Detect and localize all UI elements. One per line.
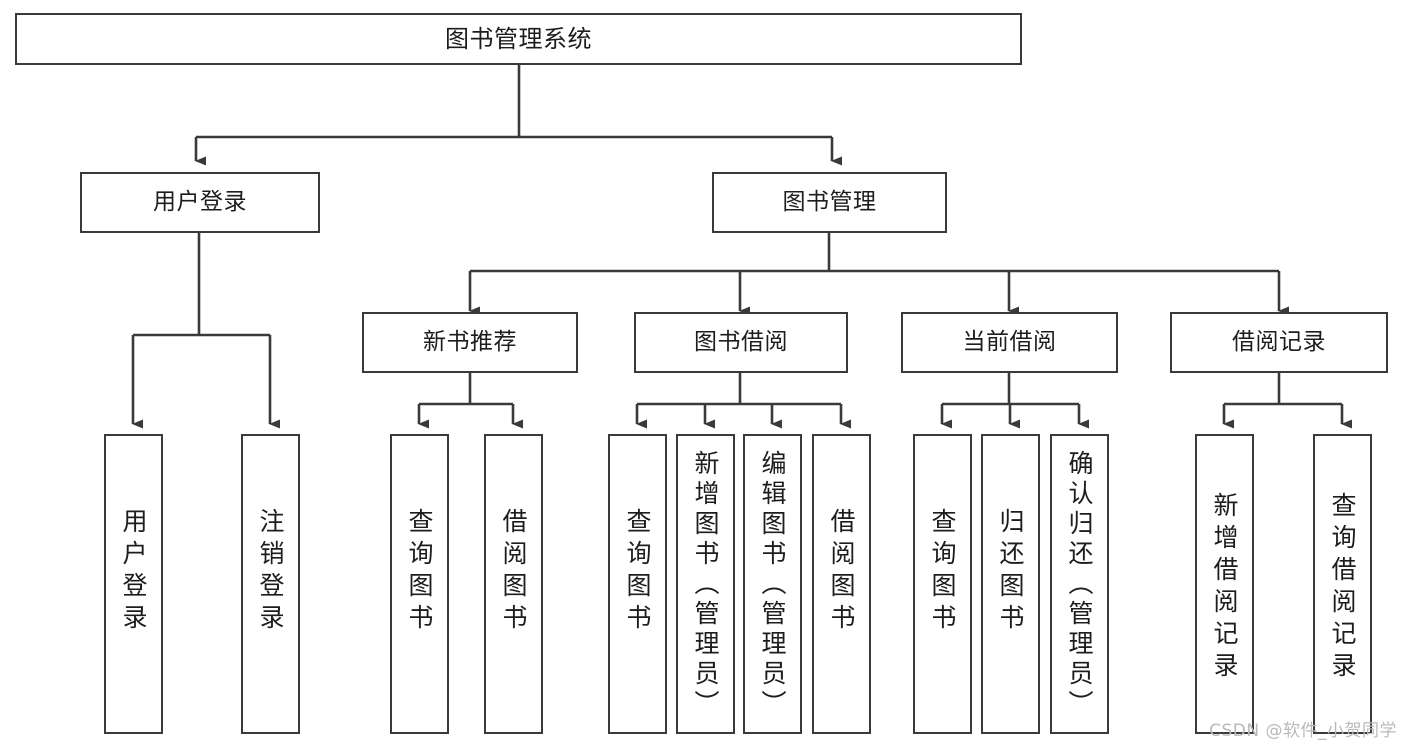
node-user-login[interactable]: 用户登录 [80,172,320,233]
node-root-book-management-system[interactable]: 图书管理系统 [15,13,1022,65]
node-leaf-edit-book-admin[interactable]: 编辑图书（管理员） [743,434,802,734]
csdn-watermark: CSDN @软件_小贺同学 [1209,721,1397,741]
node-label: 图书管理系统 [445,24,592,53]
node-label: 借阅图书 [827,508,856,636]
node-label: 查询借阅记录 [1328,492,1357,684]
node-label: 注销登录 [256,508,285,636]
node-leaf-add-book-admin[interactable]: 新增图书（管理员） [676,434,735,734]
node-leaf-query-book-borrow[interactable]: 查询图书 [608,434,667,734]
node-current-borrowing[interactable]: 当前借阅 [901,312,1118,373]
node-label: 借阅记录 [1232,328,1326,355]
node-label: 当前借阅 [962,328,1057,355]
node-label: 图书管理 [782,188,877,215]
node-label: 新书推荐 [423,328,517,355]
node-leaf-query-book-current[interactable]: 查询图书 [913,434,972,734]
node-label: 查询图书 [928,508,957,636]
node-label: 编辑图书（管理员） [758,450,787,720]
node-new-book-recommendation[interactable]: 新书推荐 [362,312,578,373]
node-leaf-confirm-return-admin[interactable]: 确认归还（管理员） [1050,434,1109,734]
node-label: 新增借阅记录 [1210,492,1239,684]
node-borrowing-record[interactable]: 借阅记录 [1170,312,1388,373]
node-label: 归还图书 [996,508,1025,636]
node-book-management[interactable]: 图书管理 [712,172,947,233]
node-label: 查询图书 [623,508,652,636]
node-label: 查询图书 [405,508,434,636]
node-leaf-user-login[interactable]: 用户登录 [104,434,163,734]
node-label: 借阅图书 [499,508,528,636]
node-label: 新增图书（管理员） [691,450,720,720]
node-leaf-query-borrow-record[interactable]: 查询借阅记录 [1313,434,1372,734]
node-leaf-query-book-new[interactable]: 查询图书 [390,434,449,734]
node-book-borrowing[interactable]: 图书借阅 [634,312,848,373]
node-label: 图书借阅 [694,328,788,355]
node-leaf-return-book[interactable]: 归还图书 [981,434,1040,734]
node-label: 用户登录 [119,508,148,636]
node-label: 用户登录 [153,188,247,215]
node-leaf-borrow-book-new[interactable]: 借阅图书 [484,434,543,734]
node-leaf-borrow-book[interactable]: 借阅图书 [812,434,871,734]
node-label: 确认归还（管理员） [1065,450,1094,720]
node-leaf-add-borrow-record[interactable]: 新增借阅记录 [1195,434,1254,734]
node-leaf-logout[interactable]: 注销登录 [241,434,300,734]
